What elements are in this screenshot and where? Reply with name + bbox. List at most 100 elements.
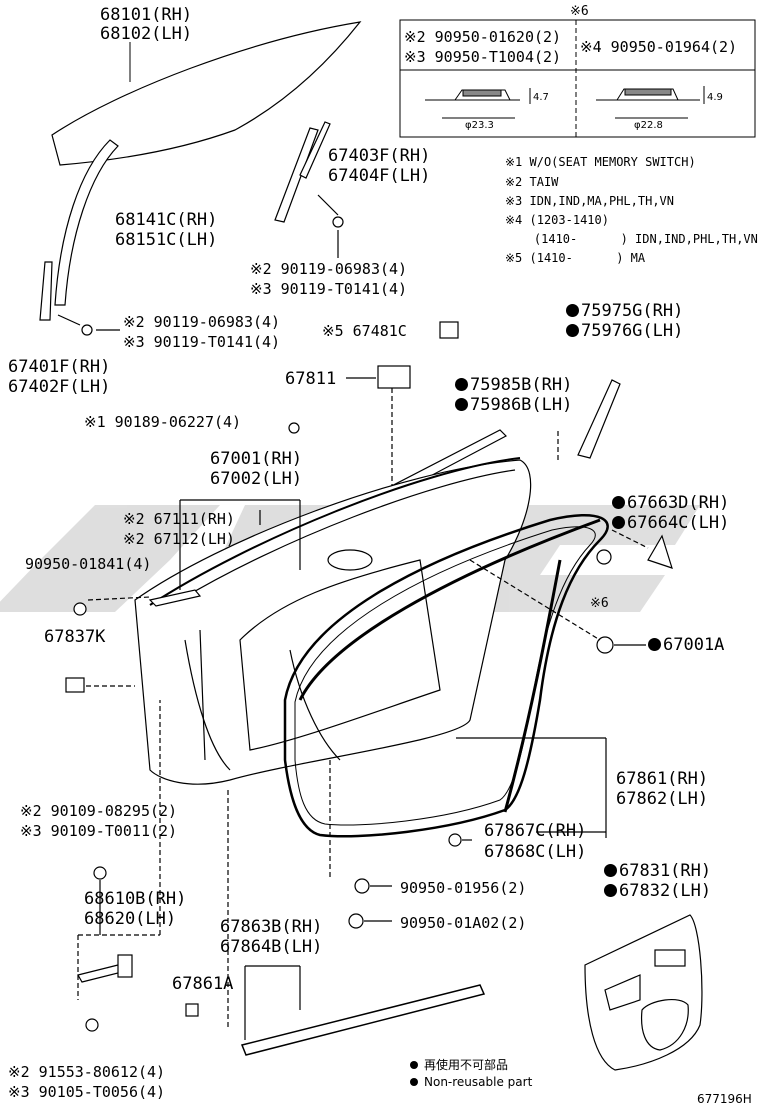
label-75976g: 75976G(LH) [566,322,683,340]
label-67002: 67002(LH) [210,469,303,489]
clip-67663d [647,534,673,569]
label-67867c: 67867C(RH) [484,821,587,841]
pad-67811 [377,365,411,389]
legend-english: Non-reusable part [410,1075,532,1089]
pillar-garnish [577,379,621,459]
footnote-left-line2: ※3 90950-T1004(2) [404,48,562,66]
footnote-box-title: ※6 [570,4,589,19]
non-reusable-dot-icon [604,884,617,897]
clip-icon [354,878,370,894]
clip-icon [348,913,364,929]
label-75986b: 75986B(LH) [455,396,572,414]
label-67861a: 67861A [172,974,234,994]
label-91553: ※2 91553-80612(4) [8,1063,166,1081]
label-68101: 68101(RH) [100,5,193,25]
label-90119-b1: ※2 90119-06983(4) [123,313,281,331]
clip-67481c [439,321,459,339]
bolt-icon [332,216,344,228]
non-reusable-dot-icon [566,324,579,337]
note-2: ※2 TAIW [505,175,559,189]
door-trim-panel [584,914,703,1071]
bolt-icon [81,324,93,336]
label-67111: ※2 67111(RH) [123,510,235,528]
clip-left-height: 4.7 [533,92,549,103]
label-68151c: 68151C(LH) [115,230,218,250]
legend-japanese: 再使用不可部品 [410,1058,508,1072]
label-90950-01841: 90950-01841(4) [25,555,152,573]
door-glass [51,21,362,166]
label-67404f: 67404F(LH) [328,166,431,186]
door-panel [134,459,532,785]
non-reusable-dot-icon [455,378,468,391]
glass-run-channel [54,139,119,306]
label-90119-b2: ※3 90119-T0141(4) [123,333,281,351]
label-67862: 67862(LH) [616,789,709,809]
label-67861: 67861(RH) [616,769,709,789]
label-68102: 68102(LH) [100,24,193,44]
label-90109-a: ※2 90109-08295(2) [20,802,178,820]
bolt-icon [85,1018,99,1032]
label-67811: 67811 [285,369,337,389]
non-reusable-dot-icon [648,638,661,651]
label-67663d: 67663D(RH) [612,494,729,512]
screw-icon [288,422,300,434]
label-90119-a2: ※3 90119-T0141(4) [250,280,408,298]
label-67112: ※2 67112(LH) [123,530,235,548]
label-67832: 67832(LH) [604,882,711,900]
footnote-box [399,19,756,138]
footnote-left-line1: ※2 90950-01620(2) [404,28,562,46]
label-67837k: 67837K [44,627,106,647]
label-67868c: 67868C(LH) [484,842,587,862]
label-67863b: 67863B(RH) [220,917,323,937]
note-3: ※3 IDN,IND,MA,PHL,TH,VN [505,194,674,208]
label-90189: ※1 90189-06227(4) [84,413,242,431]
label-90950-01a02: 90950-01A02(2) [400,914,527,932]
non-reusable-dot-icon [612,516,625,529]
clip-icon [448,833,462,847]
label-90119-a1: ※2 90119-06983(4) [250,260,408,278]
non-reusable-dot-icon [410,1078,418,1086]
label-90109-b: ※3 90109-T0011(2) [20,822,178,840]
glass-weatherstrip [148,589,202,607]
pad-67837k [65,677,85,693]
non-reusable-dot-icon [410,1061,418,1069]
front-run-channel [274,127,319,223]
note-1: ※1 W/O(SEAT MEMORY SWITCH) [505,155,696,169]
label-67401f: 67401F(RH) [8,357,111,377]
label-75985b: 75985B(RH) [455,376,572,394]
label-67831: 67831(RH) [604,862,711,880]
diagram-code: 677196H [697,1092,752,1106]
label-90105: ※3 90105-T0056(4) [8,1083,166,1101]
label-68620: 68620(LH) [84,909,177,929]
footnote-right-line1: ※4 90950-01964(2) [580,38,738,56]
clip-icon [73,602,87,616]
note-6: ※5 (1410- ) MA [505,251,646,265]
non-reusable-dot-icon [604,864,617,877]
label-67402f: 67402F(LH) [8,377,111,397]
label-67001a: 67001A [648,636,724,654]
non-reusable-dot-icon [455,398,468,411]
door-check-icon [77,954,133,983]
clip-icon [596,636,614,654]
note-5: (1410- ) IDN,IND,PHL,TH,VN [505,232,758,246]
note-4: ※4 (1203-1410) [505,213,609,227]
label-67403f: 67403F(RH) [328,146,431,166]
label-75975g: 75975G(RH) [566,302,683,320]
weatherstrip [283,513,609,838]
clip-icon [596,549,612,565]
non-reusable-dot-icon [566,304,579,317]
clip-icon [185,1003,199,1017]
window-regulator [39,261,53,321]
label-67864b: 67864B(LH) [220,937,323,957]
label-67001: 67001(RH) [210,449,303,469]
label-68141c: 68141C(RH) [115,210,218,230]
clip-right-diameter: φ22.8 [634,120,663,131]
label-90950-01956: 90950-01956(2) [400,879,527,897]
label-67664c: 67664C(LH) [612,514,729,532]
clip-right-height: 4.9 [707,92,723,103]
label-note6: ※6 [590,596,609,611]
label-68610b: 68610B(RH) [84,889,187,909]
label-67481c: ※5 67481C [322,322,407,340]
bolt-icon [93,866,107,880]
